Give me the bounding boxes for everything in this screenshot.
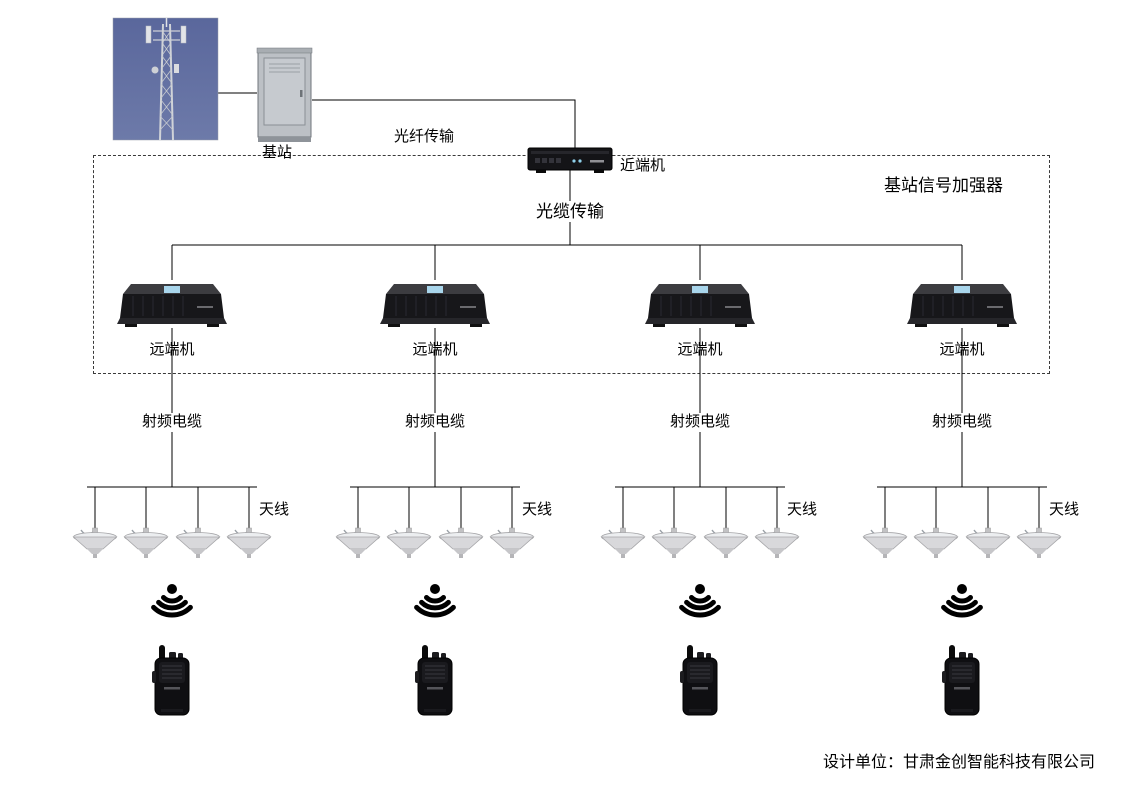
remote-unit-device xyxy=(380,283,490,328)
signal-waves-icon xyxy=(417,584,454,615)
ceiling-antenna-icon xyxy=(1016,527,1062,559)
ceiling-antenna-icon xyxy=(862,527,908,559)
antenna-label: 天线 xyxy=(522,502,553,518)
remote-unit-label: 远端机 xyxy=(412,342,458,358)
cell-tower-photo xyxy=(112,17,219,141)
line-cabinet-nearend xyxy=(312,99,576,152)
antenna-label: 天线 xyxy=(259,502,290,518)
remote-unit-device xyxy=(645,283,755,328)
walkie-talkie-icon xyxy=(152,645,190,716)
remote-unit-device xyxy=(117,283,227,328)
ceiling-antenna-icon xyxy=(123,527,169,559)
walkie-talkie-icon xyxy=(942,645,980,716)
ceiling-antenna-icon xyxy=(386,527,432,559)
ceiling-antenna-icon xyxy=(913,527,959,559)
outdoor-cabinet xyxy=(256,47,313,142)
line-rf-cables xyxy=(171,328,963,487)
signal-waves-icon xyxy=(682,584,719,615)
signal-waves-icon xyxy=(944,584,981,615)
rf-cable-label: 射频电缆 xyxy=(138,413,206,432)
antenna-label: 天线 xyxy=(1049,502,1080,518)
rf-cable-label: 射频电缆 xyxy=(401,413,469,432)
base-station-label: 基站 xyxy=(262,145,293,161)
ceiling-antenna-icon xyxy=(489,527,535,559)
line-bus-drops xyxy=(171,245,963,280)
antenna-label: 天线 xyxy=(787,502,818,518)
signal-waves-icon xyxy=(154,584,191,615)
ceiling-antenna-icon xyxy=(965,527,1011,559)
ceiling-antenna-icon xyxy=(651,527,697,559)
walkie-talkie-icon xyxy=(415,645,453,716)
remote-unit-label: 远端机 xyxy=(939,342,985,358)
ceiling-antenna-icon xyxy=(226,527,272,559)
amplifier-box-label: 基站信号加强器 xyxy=(884,176,1003,195)
design-unit-credit: 设计单位：甘肃金创智能科技有限公司 xyxy=(822,754,1095,771)
line-antenna-drops xyxy=(94,487,1040,529)
ceiling-antenna-icon xyxy=(335,527,381,559)
ceiling-antenna-icon xyxy=(438,527,484,559)
connector-lines xyxy=(87,92,1047,529)
near-end-unit-device xyxy=(527,147,613,173)
optical-cable-label: 光缆传输 xyxy=(533,201,607,223)
ceiling-antenna-icon xyxy=(600,527,646,559)
ceiling-antenna-icon xyxy=(754,527,800,559)
near-end-unit-label: 近端机 xyxy=(620,158,666,174)
remote-unit-label: 远端机 xyxy=(677,342,723,358)
ceiling-antenna-icon xyxy=(703,527,749,559)
rf-cable-label: 射频电缆 xyxy=(666,413,734,432)
rf-cable-label: 射频电缆 xyxy=(928,413,996,432)
remote-unit-device xyxy=(907,283,1017,328)
ceiling-antenna-icon xyxy=(175,527,221,559)
remote-unit-label: 远端机 xyxy=(149,342,195,358)
ceiling-antenna-icon xyxy=(72,527,118,559)
fiber-transmission-label: 光纤传输 xyxy=(394,129,455,145)
walkie-talkie-icon xyxy=(680,645,718,716)
